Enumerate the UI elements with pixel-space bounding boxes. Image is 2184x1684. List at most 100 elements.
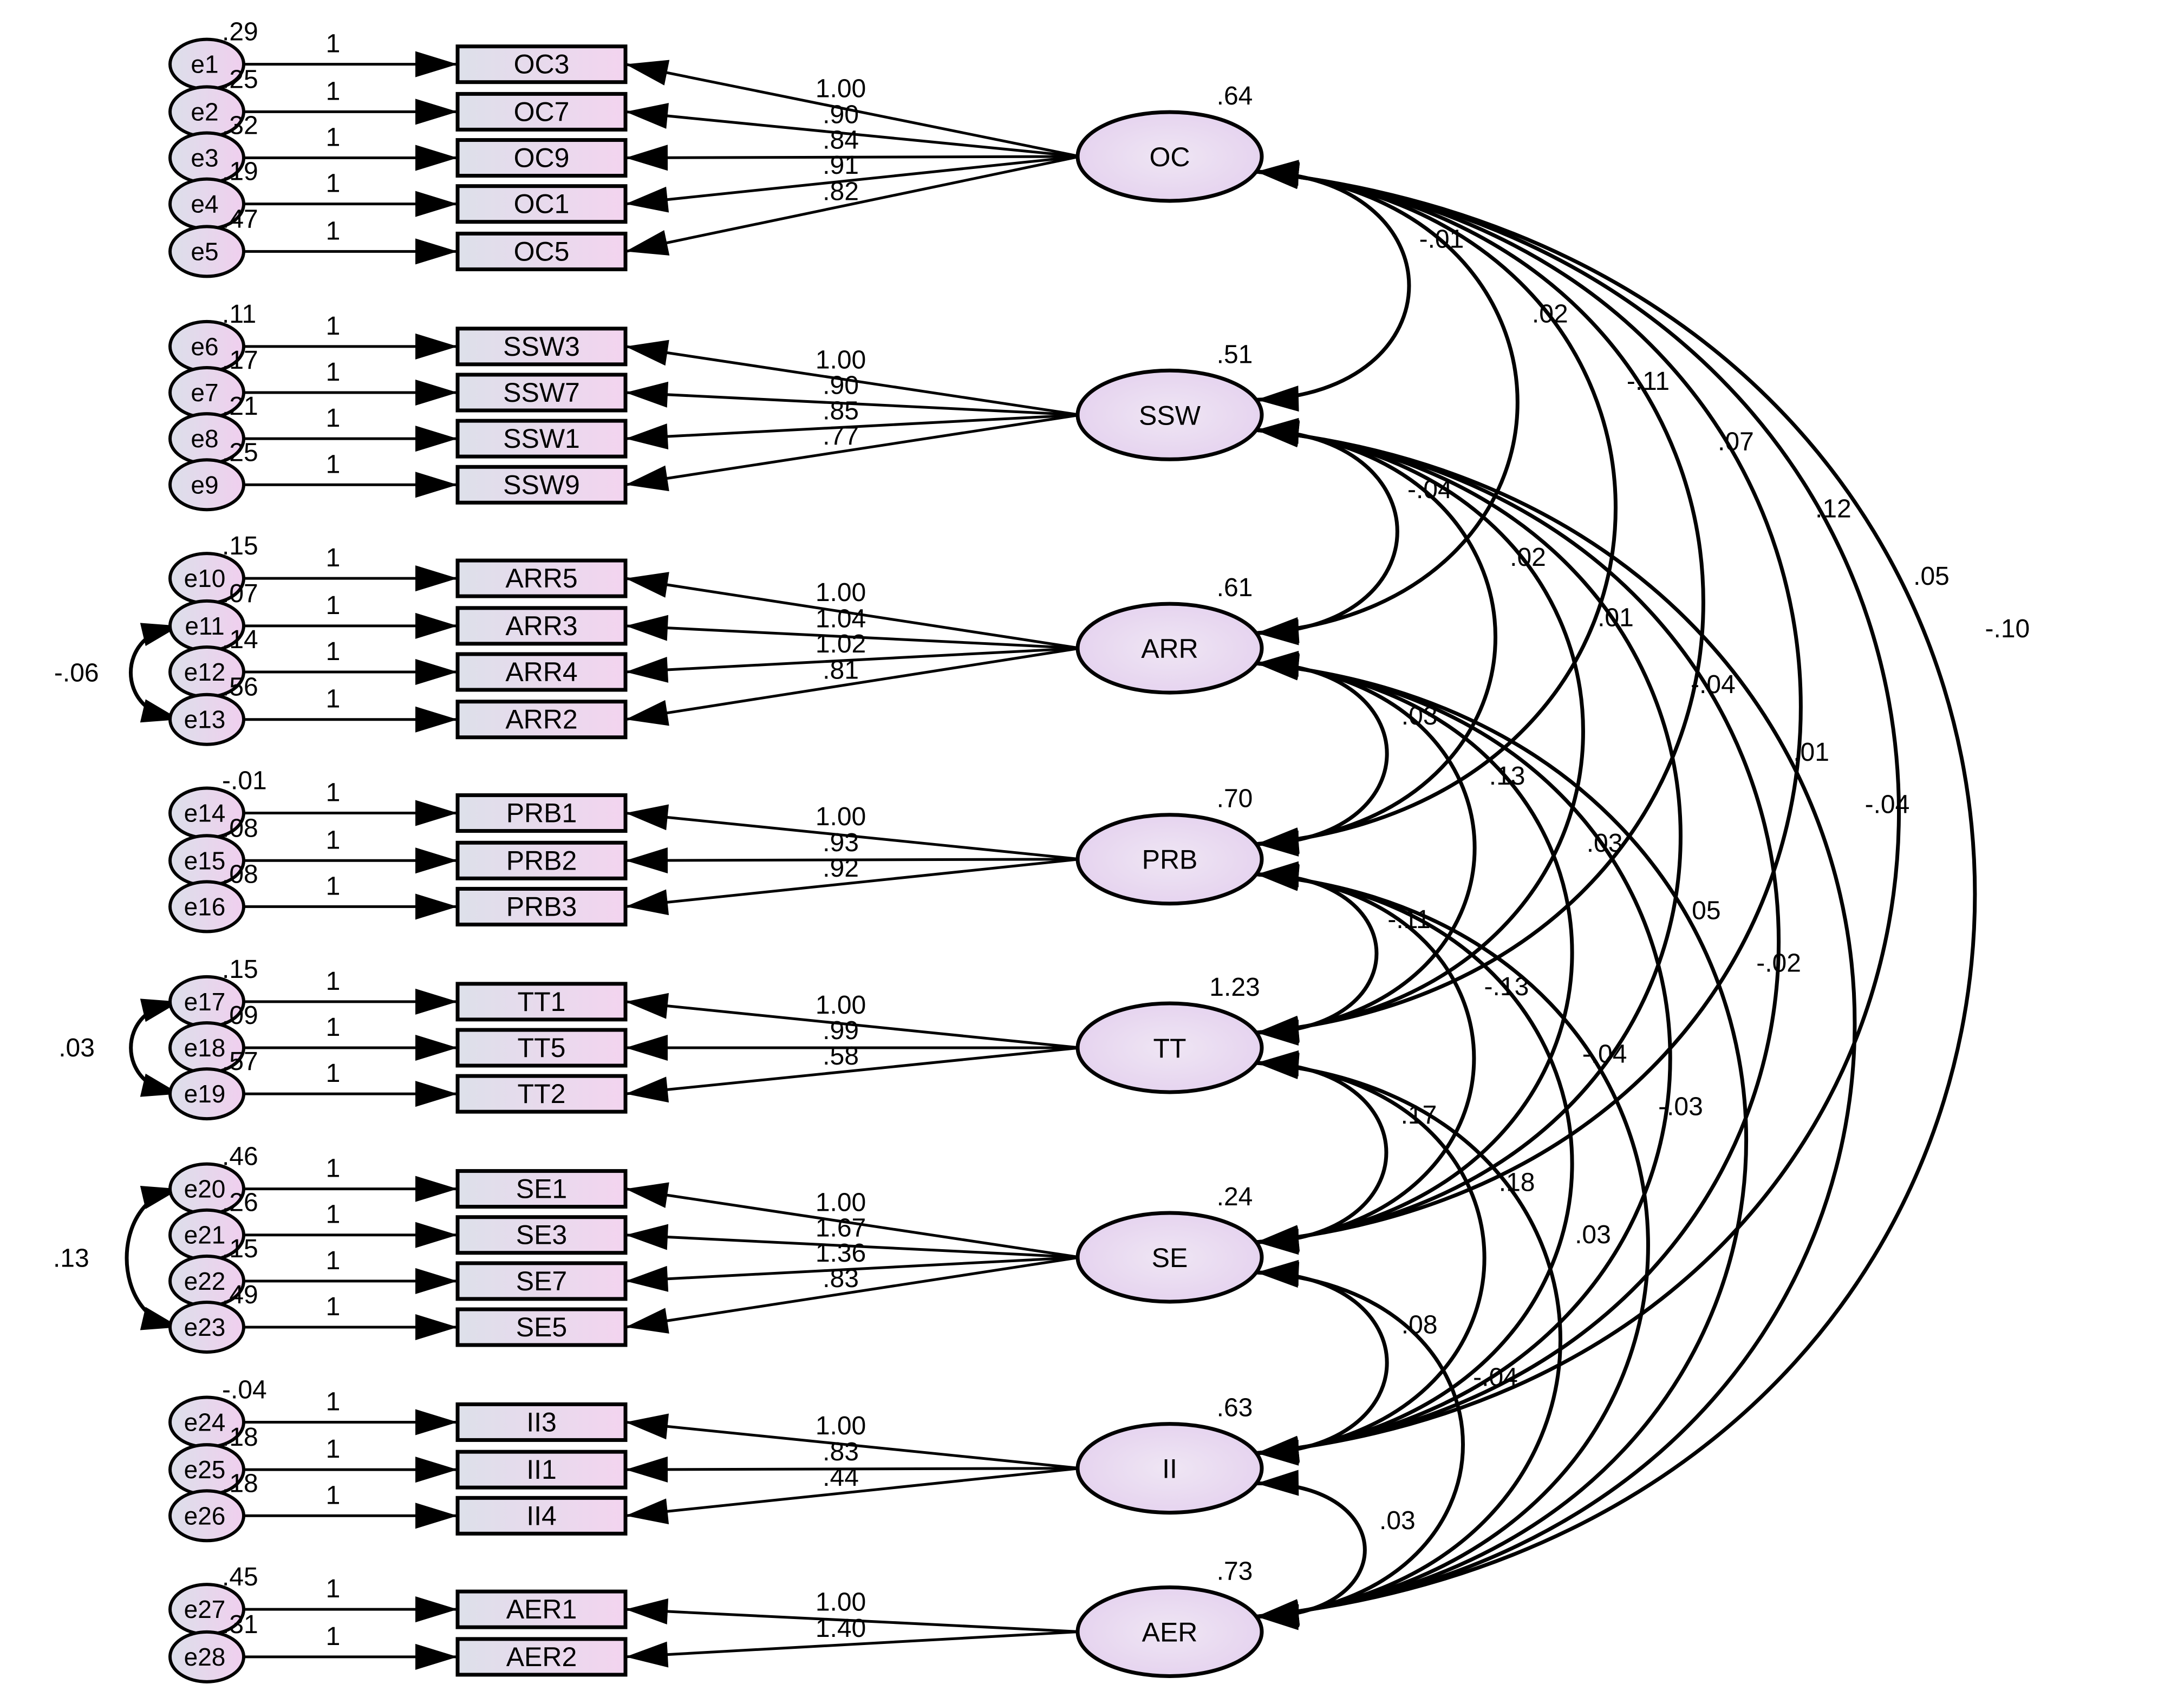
factor-covariance-curve bbox=[1256, 428, 1585, 1035]
loading-label: .84 bbox=[823, 126, 859, 154]
error-term-label: e4 bbox=[191, 190, 218, 218]
error-path-arrowhead bbox=[415, 706, 458, 733]
error-path-weight-label: 1 bbox=[326, 637, 341, 666]
loading-label: .44 bbox=[823, 1463, 859, 1492]
loading-path-arrowhead bbox=[625, 847, 668, 874]
error-variance-label: .25 bbox=[222, 65, 258, 94]
indicator-label: SSW3 bbox=[503, 331, 580, 362]
factor-ellipse bbox=[1075, 1585, 1264, 1678]
error-path-arrowhead bbox=[415, 800, 458, 826]
error-path-weight-label: 1 bbox=[326, 967, 341, 996]
loading-path-arrowhead bbox=[625, 230, 670, 256]
indicator-label: SSW1 bbox=[503, 423, 580, 454]
factor-covariance-curve bbox=[1256, 169, 1803, 1244]
error-variance-label: .47 bbox=[222, 205, 258, 233]
loading-label: .81 bbox=[823, 656, 859, 684]
error-term-label: e15 bbox=[184, 846, 226, 874]
loading-label: .83 bbox=[823, 1438, 859, 1466]
error-variance-label: .19 bbox=[222, 158, 258, 186]
indicator-box bbox=[455, 231, 628, 271]
loading-path-line bbox=[625, 1187, 1080, 1259]
loading-label: .93 bbox=[823, 828, 859, 857]
factor-covariance-arrowhead bbox=[1256, 1020, 1299, 1046]
indicator-label: II4 bbox=[526, 1500, 557, 1531]
factor-covariance-label: .03 bbox=[1379, 1506, 1416, 1535]
loading-path-line bbox=[625, 858, 1080, 862]
factor-label: SE bbox=[1152, 1243, 1188, 1273]
loading-path-arrowhead bbox=[625, 1641, 669, 1668]
error-path-arrowhead bbox=[415, 1643, 458, 1670]
factor-covariance-label: .07 bbox=[1718, 428, 1754, 456]
error-term-label: e5 bbox=[191, 237, 218, 265]
factor-covariance-label: .18 bbox=[1499, 1169, 1535, 1197]
factor-covariance-arrowhead bbox=[1256, 1604, 1299, 1630]
indicator-label: PRB1 bbox=[506, 798, 577, 828]
error-term-circle bbox=[168, 880, 245, 934]
factor-covariance-label: -.01 bbox=[1419, 225, 1464, 254]
loading-path-line bbox=[625, 1608, 1080, 1633]
error-term-circle bbox=[168, 1630, 245, 1683]
factor-covariance-curve bbox=[1256, 661, 1748, 1618]
loading-label: 1.36 bbox=[816, 1239, 866, 1268]
factor-covariance-curve bbox=[1256, 169, 1520, 635]
indicator-label: II3 bbox=[526, 1407, 557, 1437]
factor-label: TT bbox=[1153, 1033, 1186, 1063]
error-term-label: e6 bbox=[191, 332, 218, 361]
indicator-box bbox=[455, 44, 628, 84]
error-path-weight-label: 1 bbox=[326, 1293, 341, 1321]
factor-covariance-curve bbox=[1256, 169, 1618, 846]
error-path-arrowhead bbox=[415, 1409, 458, 1435]
loading-label: .77 bbox=[823, 422, 859, 451]
factor-label: SSW bbox=[1139, 400, 1201, 430]
factor-ellipse bbox=[1075, 813, 1264, 906]
loading-path-line bbox=[625, 413, 1080, 440]
loading-path-line bbox=[625, 1467, 1080, 1471]
factor-ellipse bbox=[1075, 368, 1264, 461]
error-term-label: e7 bbox=[191, 378, 218, 407]
error-variance-label: .21 bbox=[222, 392, 258, 421]
factor-covariance-curve bbox=[1256, 872, 1650, 1618]
error-path-arrowhead bbox=[415, 658, 458, 685]
error-variance-label: .09 bbox=[222, 1001, 258, 1030]
error-term-label: e27 bbox=[184, 1595, 226, 1623]
error-variance-label: .15 bbox=[222, 532, 258, 560]
factor-covariance-arrowhead bbox=[1256, 1053, 1300, 1079]
error-path-weight-label: 1 bbox=[326, 1013, 341, 1042]
factor-variance-label: .73 bbox=[1217, 1557, 1253, 1585]
indicator-box bbox=[455, 1215, 628, 1255]
loading-label: 1.40 bbox=[816, 1614, 866, 1643]
loading-path-line bbox=[625, 1256, 1080, 1329]
factor-covariance-curve bbox=[1256, 1270, 1465, 1618]
loading-label: .82 bbox=[823, 177, 859, 206]
loading-path-arrowhead bbox=[625, 340, 669, 366]
error-term-label: e19 bbox=[184, 1080, 226, 1108]
error-path-arrowhead bbox=[415, 1268, 458, 1294]
error-covariance-label: -.06 bbox=[54, 658, 99, 687]
indicator-box bbox=[455, 840, 628, 880]
factor-variance-label: 1.23 bbox=[1209, 973, 1260, 1002]
indicator-label: SE3 bbox=[516, 1220, 568, 1250]
factor-covariance-label: .01 bbox=[1793, 738, 1829, 767]
indicator-label: TT2 bbox=[518, 1079, 566, 1109]
loading-path-arrowhead bbox=[625, 656, 669, 683]
factor-covariance-arrowhead bbox=[1256, 830, 1299, 857]
error-path-weight-label: 1 bbox=[326, 358, 341, 387]
error-variance-label: .14 bbox=[222, 625, 258, 654]
error-term-label: e23 bbox=[184, 1313, 226, 1341]
error-term-circle bbox=[168, 693, 245, 746]
factor-covariance-curve bbox=[1256, 661, 1574, 1244]
indicator-label: ARR2 bbox=[505, 704, 577, 735]
loading-label: 1.00 bbox=[816, 991, 866, 1020]
factor-covariance-curve bbox=[1256, 428, 1781, 1455]
error-covariance-label: .03 bbox=[58, 1034, 95, 1062]
loading-path-line bbox=[625, 812, 1080, 861]
factor-covariance-curve bbox=[1256, 169, 1705, 1035]
loading-path-line bbox=[625, 647, 1080, 674]
factor-covariance-label: .12 bbox=[1815, 495, 1851, 524]
indicator-box bbox=[455, 1450, 628, 1490]
error-variance-label: .17 bbox=[222, 346, 258, 375]
loading-path-arrowhead bbox=[625, 1498, 669, 1525]
error-term-circle bbox=[168, 1489, 245, 1543]
loading-label: 1.02 bbox=[816, 630, 866, 658]
